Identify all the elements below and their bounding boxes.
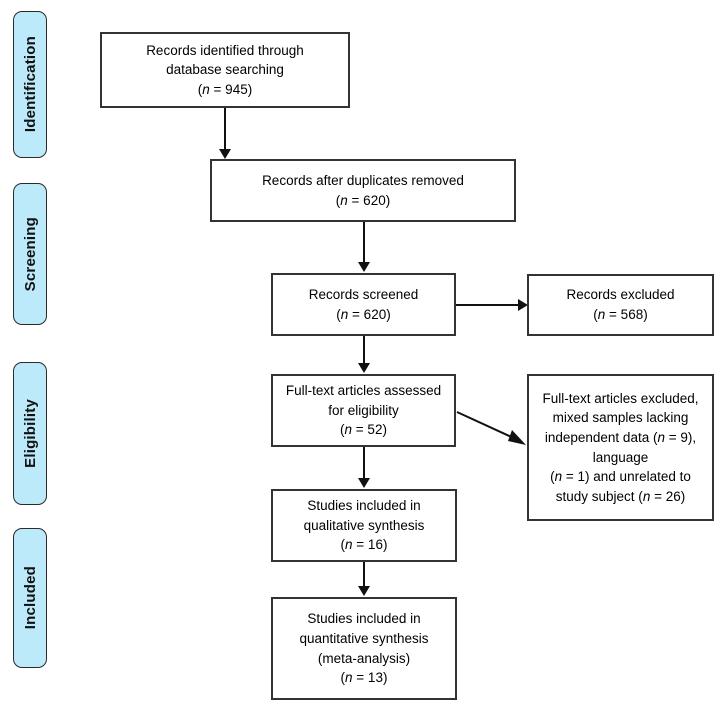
box-qualitative-synthesis: Studies included in qualitative synthesi… xyxy=(271,489,457,562)
box-fulltext-excluded: Full-text articles excluded, mixed sampl… xyxy=(527,374,714,521)
box-qualitative-synthesis-text: Studies included in qualitative synthesi… xyxy=(296,496,433,555)
fulltext-assessed-line2: for eligibility xyxy=(328,402,399,418)
connector-screened-to-fulltext xyxy=(363,336,365,364)
qualitative-line2: qualitative synthesis xyxy=(303,517,425,533)
box-records-screened-text: Records screened (n = 620) xyxy=(301,285,427,324)
records-screened-count: (n = 620) xyxy=(336,306,391,322)
stage-identification: Identification xyxy=(13,11,47,158)
quantitative-count: (n = 13) xyxy=(340,670,388,686)
records-identified-count: (n = 945) xyxy=(197,81,253,97)
duplicates-removed-line1: Records after duplicates removed xyxy=(262,172,464,188)
qualitative-count: (n = 16) xyxy=(340,537,388,553)
stage-label-screening: Screening xyxy=(21,216,39,292)
records-excluded-line1: Records excluded xyxy=(566,287,675,303)
stage-included: Included xyxy=(13,528,47,668)
box-fulltext-assessed: Full-text articles assessed for eligibil… xyxy=(271,374,456,447)
box-records-excluded: Records excluded (n = 568) xyxy=(527,274,714,336)
fulltext-excluded-line6: study subject (n = 26) xyxy=(555,488,686,504)
box-quantitative-synthesis-text: Studies included in quantitative synthes… xyxy=(291,609,436,687)
arrowhead-identified-to-duplicates xyxy=(219,149,231,159)
box-records-identified-text: Records identified through database sear… xyxy=(138,41,312,100)
records-screened-line1: Records screened xyxy=(308,286,419,302)
quantitative-line1: Studies included in xyxy=(307,611,421,627)
fulltext-assessed-line1: Full-text articles assessed xyxy=(285,383,442,399)
italic-n: n xyxy=(344,422,353,438)
italic-n: n xyxy=(345,537,353,553)
records-identified-line2: database searching xyxy=(166,62,284,78)
italic-n: n xyxy=(642,488,651,504)
box-records-excluded-text: Records excluded (n = 568) xyxy=(558,285,682,324)
stage-label-eligibility: Eligibility xyxy=(21,399,39,468)
fulltext-excluded-line3: independent data (n = 9), xyxy=(544,429,697,445)
stage-screening: Screening xyxy=(13,183,47,325)
connector-identified-to-duplicates xyxy=(224,108,226,152)
qualitative-line1: Studies included in xyxy=(307,498,421,514)
box-fulltext-assessed-text: Full-text articles assessed for eligibil… xyxy=(278,381,449,440)
stage-eligibility: Eligibility xyxy=(13,362,47,505)
connector-screened-to-excluded xyxy=(456,304,520,306)
stage-label-identification: Identification xyxy=(21,36,39,133)
duplicates-removed-count: (n = 620) xyxy=(335,192,391,208)
italic-n: n xyxy=(202,81,210,97)
fulltext-excluded-line1: Full-text articles excluded, xyxy=(542,390,699,406)
box-records-screened: Records screened (n = 620) xyxy=(271,273,456,336)
italic-n: n xyxy=(597,307,606,322)
arrowhead-qualitative-to-quantitative xyxy=(358,586,370,596)
fulltext-assessed-count: (n = 52) xyxy=(340,422,387,438)
connector-qualitative-to-quantitative xyxy=(363,562,365,587)
italic-n: n xyxy=(345,670,353,686)
arrowhead-screened-to-excluded xyxy=(518,299,528,311)
connector-duplicates-to-screened xyxy=(363,222,365,263)
quantitative-line3: (meta-analysis) xyxy=(317,650,411,666)
stage-label-included: Included xyxy=(21,566,39,630)
box-duplicates-removed-text: Records after duplicates removed (n = 62… xyxy=(254,171,472,210)
italic-n: n xyxy=(554,469,563,485)
italic-n: n xyxy=(340,192,348,208)
arrowhead-duplicates-to-screened xyxy=(358,262,370,272)
arrowhead-screened-to-fulltext xyxy=(358,363,370,373)
box-quantitative-synthesis: Studies included in quantitative synthes… xyxy=(271,597,457,700)
italic-n: n xyxy=(340,306,349,322)
records-identified-line1: Records identified through xyxy=(146,42,304,58)
arrowhead-fulltext-to-qualitative xyxy=(358,478,370,488)
connector-fulltext-to-qualitative xyxy=(363,447,365,479)
box-fulltext-excluded-text: Full-text articles excluded, mixed sampl… xyxy=(534,389,706,506)
box-records-identified: Records identified through database sear… xyxy=(100,32,350,108)
fulltext-excluded-line4: language xyxy=(592,449,649,465)
quantitative-line2: quantitative synthesis xyxy=(299,630,429,646)
records-excluded-count: (n = 568) xyxy=(593,307,648,322)
fulltext-excluded-line2: mixed samples lacking xyxy=(552,410,689,426)
fulltext-excluded-line5: (n = 1) and unrelated to xyxy=(550,469,691,485)
box-duplicates-removed: Records after duplicates removed (n = 62… xyxy=(210,159,516,222)
italic-n: n xyxy=(657,429,665,445)
